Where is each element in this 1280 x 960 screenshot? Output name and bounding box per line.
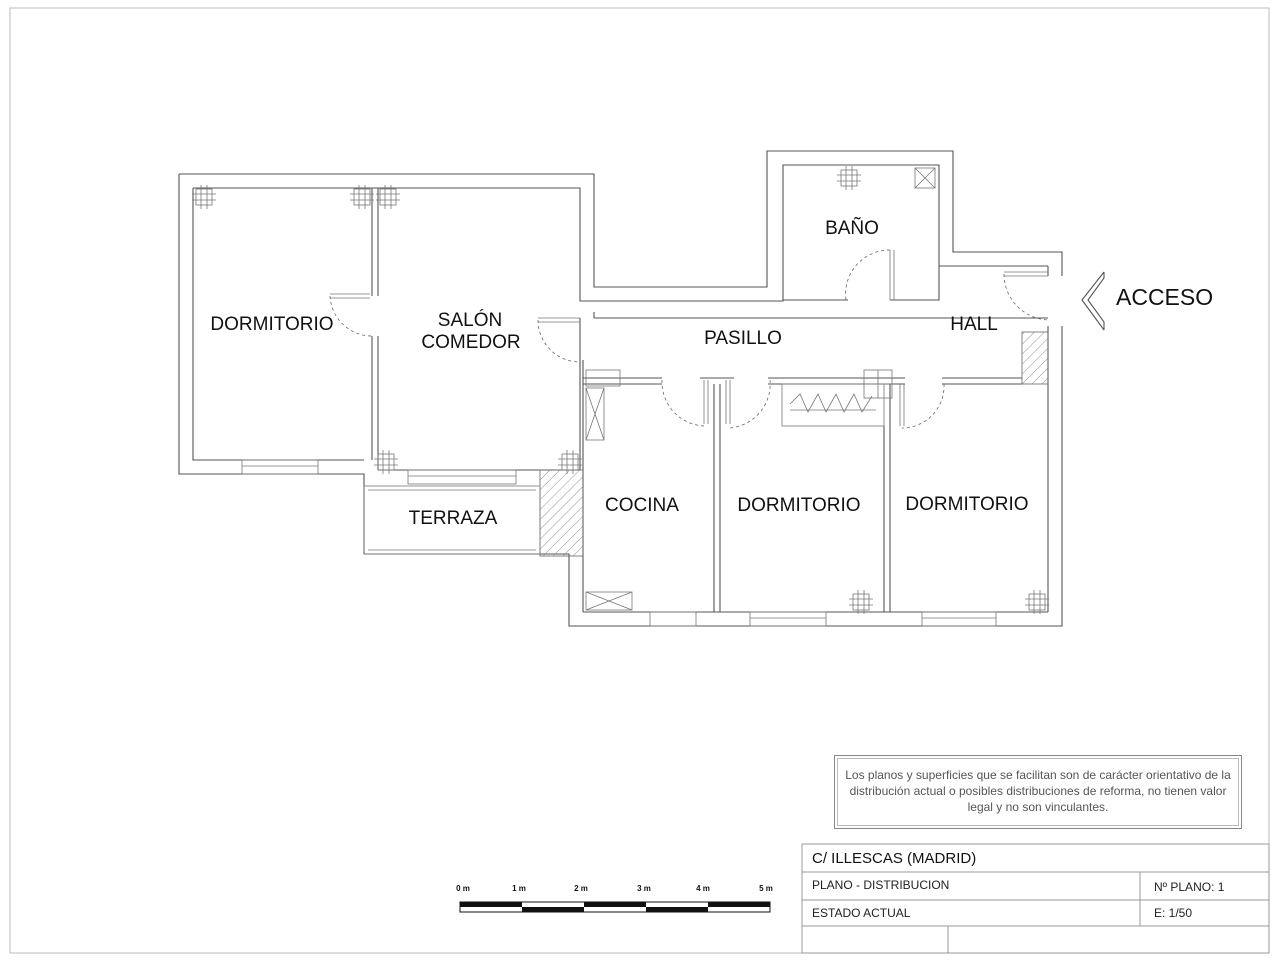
access-label: ACCESO [1116,284,1213,310]
room-label-hall: HALL [950,314,998,335]
fixtures [585,167,936,611]
door-swings [329,249,1051,429]
disclaimer-box: Los planos y superficies que se facilita… [834,755,1242,829]
scale-label: 5 m [759,884,773,893]
interior-walls [371,188,1022,612]
scale-label: 1 m [512,884,526,893]
access-arrow-icon [1087,272,1105,330]
address-text: C/ ILLESCAS (MADRID) [812,850,976,867]
scale-bar: 0 m 1 m 2 m 3 m 4 m 5 m [456,884,773,913]
room-label-terraza: TERRAZA [409,508,498,529]
scale-label: 3 m [637,884,651,893]
structural-column [1021,331,1049,385]
room-label-bano: BAÑO [825,217,879,239]
room-label-dormitorio: DORMITORIO [737,495,860,516]
room-label-comedor: COMEDOR [421,332,520,353]
outer-walls [178,150,1063,627]
plano-text: PLANO - DISTRIBUCION [812,878,949,892]
windows [241,459,997,627]
scale-label: 4 m [696,884,710,893]
room-label-dormitorio: DORMITORIO [905,494,1028,515]
estado-text: ESTADO ACTUAL [812,906,911,920]
access-arrow-icon [1081,271,1105,331]
room-label-dormitorio: DORMITORIO [210,314,333,335]
title-block: C/ ILLESCAS (MADRID) PLANO - DISTRIBUCIO… [801,843,1270,954]
plano-number: Nº PLANO: 1 [1154,880,1225,894]
room-label-salon: SALÓN [438,309,502,331]
radiator-markers [192,166,1049,614]
room-label-pasillo: PASILLO [704,328,782,349]
disclaimer-text: Los planos y superficies que se facilita… [845,768,1231,814]
sheet-border [9,7,1270,954]
scale-text: E: 1/50 [1154,906,1192,920]
structural-column [539,469,584,557]
room-label-cocina: COCINA [605,495,679,516]
scale-label: 0 m [456,884,470,893]
scale-label: 2 m [574,884,588,893]
